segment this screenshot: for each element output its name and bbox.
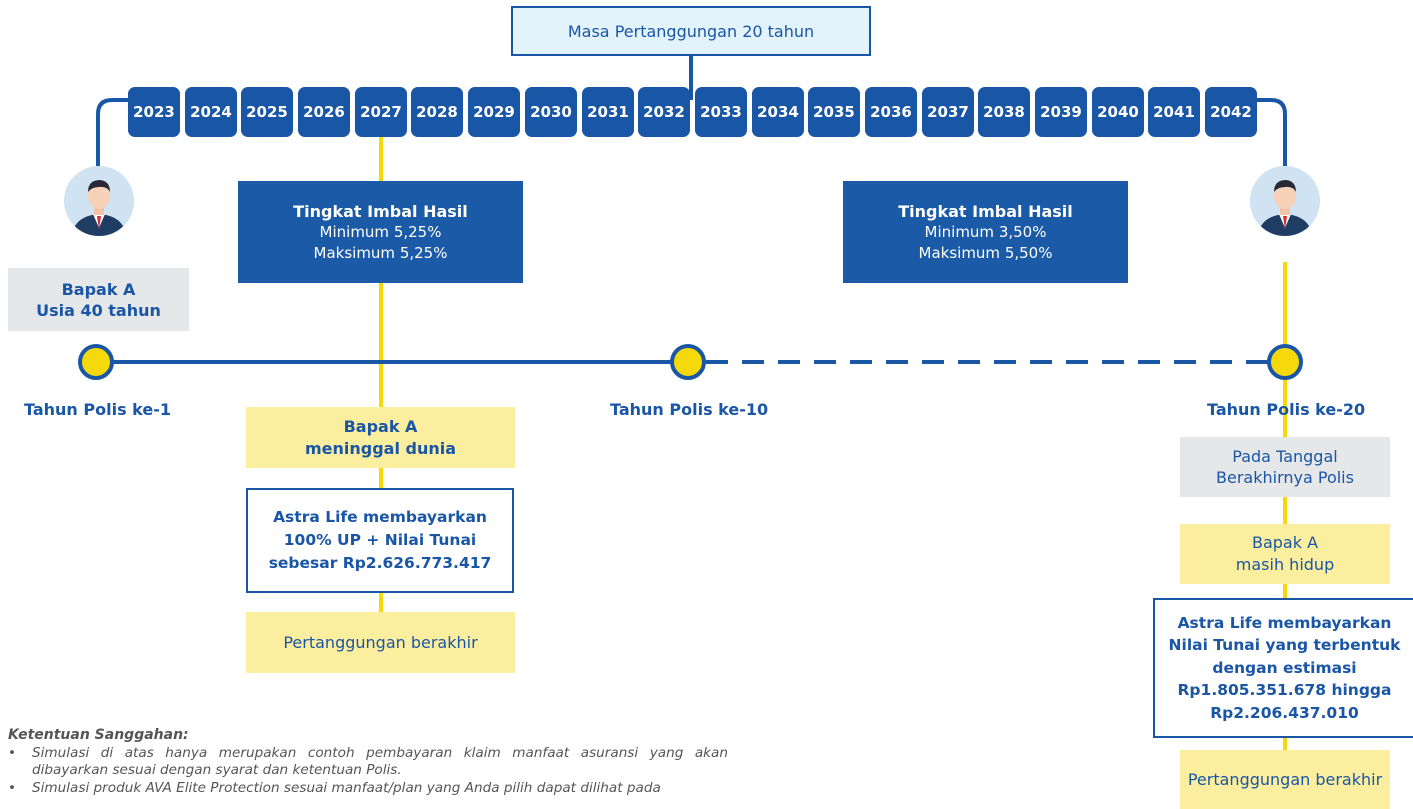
coverage-period-title: Masa Pertanggungan 20 tahun [511,6,871,56]
year-badge: 2037 [922,87,974,137]
milestone-dot-icon [670,344,706,380]
policy-end-date-line: Pada Tanggal [1232,447,1338,466]
death-event-line: meninggal dunia [304,438,457,458]
maturity-benefit-line: Rp1.805.351.678 hingga [1177,681,1392,700]
bullet-icon: • [8,745,17,761]
businessman-avatar-icon [1250,166,1320,236]
return-rate-max: Maksimum 5,25% [313,243,448,262]
year-badge: 2026 [298,87,350,137]
alive-event-line: Bapak A [1251,533,1319,552]
milestone-label-year-20: Tahun Polis ke-20 [1207,400,1366,419]
return-rate-box: Tingkat Imbal Hasil Minimum 3,50% Maksim… [843,181,1128,283]
milestone-dot-icon [1267,344,1303,380]
return-rate-max: Maksimum 5,50% [918,243,1053,262]
milestone-dot-icon [78,344,114,380]
year-badge: 2036 [865,87,917,137]
return-rate-title: Tingkat Imbal Hasil [293,201,468,221]
maturity-benefit-line: Nilai Tunai yang terbentuk [1168,636,1401,655]
person-age: Usia 40 tahun [36,300,161,320]
year-badge: 2038 [978,87,1030,137]
disclaimer-text: Simulasi produk AVA Elite Protection ses… [32,780,661,796]
year-badge: 2042 [1205,87,1257,137]
return-rate-title: Tingkat Imbal Hasil [898,201,1073,221]
return-rate-box: Tingkat Imbal Hasil Minimum 5,25% Maksim… [238,181,523,283]
disclaimer-item: • Simulasi di atas hanya merupakan conto… [8,745,728,779]
policy-end-date-box: Pada Tanggal Berakhirnya Polis [1180,437,1390,497]
year-badge: 2029 [468,87,520,137]
coverage-end-box: Pertanggungan berakhir [246,612,515,673]
return-rate-min: Minimum 3,50% [924,222,1047,241]
death-benefit-line: 100% UP + Nilai Tunai [283,531,477,549]
year-badge: 2028 [411,87,463,137]
maturity-benefit-line: dengan estimasi [1212,658,1357,677]
year-badge: 2031 [582,87,634,137]
year-badge: 2023 [128,87,180,137]
year-badge: 2024 [185,87,237,137]
maturity-benefit-line: Rp2.206.437.010 [1210,703,1359,722]
year-badge: 2035 [808,87,860,137]
disclaimer-item: • Simulasi produk AVA Elite Protection s… [8,780,728,797]
year-badge: 2027 [355,87,407,137]
milestone-label-year-1: Tahun Polis ke-1 [24,400,172,419]
person-name: Bapak A [61,279,136,299]
death-benefit-box: Astra Life membayarkan 100% UP + Nilai T… [246,488,514,593]
disclaimer-text: Simulasi di atas hanya merupakan contoh … [32,745,728,778]
year-badge: 2030 [525,87,577,137]
alive-event-line: masih hidup [1235,555,1335,574]
insured-person-label: Bapak A Usia 40 tahun [8,268,189,331]
return-rate-min: Minimum 5,25% [319,222,442,241]
policy-end-date-line: Berakhirnya Polis [1216,468,1354,487]
bullet-icon: • [8,780,17,796]
death-event-line: Bapak A [343,416,418,436]
death-event-box: Bapak A meninggal dunia [246,407,515,468]
coverage-end-box: Pertanggungan berakhir [1180,750,1390,809]
disclaimer-title: Ketentuan Sanggahan: [8,727,189,743]
year-badge: 2034 [752,87,804,137]
maturity-benefit-box: Astra Life membayarkan Nilai Tunai yang … [1153,598,1413,738]
maturity-benefit-line: Astra Life membayarkan [1177,613,1392,632]
milestone-label-year-10: Tahun Polis ke-10 [610,400,769,419]
year-badge: 2025 [241,87,293,137]
year-badge: 2040 [1092,87,1144,137]
year-badge: 2033 [695,87,747,137]
year-badge: 2041 [1148,87,1200,137]
death-benefit-line: Astra Life membayarkan [273,508,487,526]
death-benefit-line: sebesar Rp2.626.773.417 [268,554,492,572]
year-badge: 2032 [638,87,690,137]
year-badge: 2039 [1035,87,1087,137]
alive-event-box: Bapak A masih hidup [1180,524,1390,584]
businessman-avatar-icon [64,166,134,236]
